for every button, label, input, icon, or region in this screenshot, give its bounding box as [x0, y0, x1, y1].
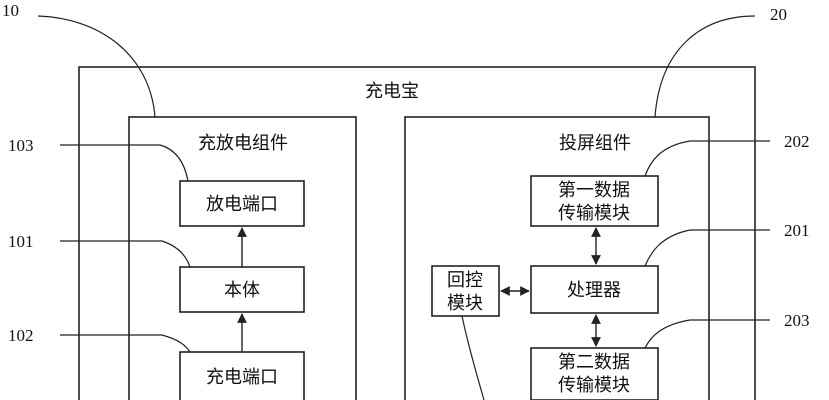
- return-control-line2: 模块: [447, 293, 483, 314]
- discharge-port-label: 放电端口: [206, 194, 278, 215]
- leader-102: [60, 334, 191, 353]
- processor-label: 处理器: [567, 280, 621, 301]
- leader-202: [644, 140, 770, 177]
- second-transfer-box: [530, 347, 659, 400]
- leader-10: [37, 15, 156, 118]
- projection-component-label: 投屏组件: [559, 133, 631, 154]
- ref-20: 20: [770, 5, 787, 24]
- charge-component-box: [128, 116, 357, 400]
- first-transfer-line2: 传输模块: [558, 203, 630, 224]
- body-label: 本体: [224, 280, 260, 301]
- charge-component-label: 充放电组件: [198, 133, 288, 154]
- power-bank-box: [78, 66, 756, 400]
- ref-103: 103: [8, 136, 34, 155]
- power-bank-label: 充电宝: [365, 81, 419, 102]
- leader-201: [644, 229, 770, 267]
- return-control-line1: 回控: [447, 270, 483, 291]
- charge-port-label: 充电端口: [206, 367, 278, 388]
- ref-10: 10: [2, 1, 19, 20]
- leader-103: [60, 144, 189, 182]
- return-control-exit-curve: [461, 315, 485, 400]
- projection-component-box: [404, 116, 710, 400]
- ref-102: 102: [8, 326, 34, 345]
- discharge-port-box: [179, 180, 305, 227]
- leader-203: [644, 319, 770, 349]
- leader-101: [60, 240, 191, 268]
- first-transfer-line1: 第一数据: [558, 180, 630, 201]
- first-transfer-box: [530, 175, 659, 227]
- ref-203: 203: [784, 311, 810, 330]
- ref-101: 101: [8, 232, 34, 251]
- ref-202: 202: [784, 132, 810, 151]
- return-control-box: [431, 265, 500, 317]
- processor-box: [530, 265, 659, 314]
- second-transfer-line1: 第二数据: [558, 352, 630, 373]
- second-transfer-line2: 传输模块: [558, 375, 630, 396]
- ref-201: 201: [784, 221, 810, 240]
- leader-20: [654, 15, 756, 118]
